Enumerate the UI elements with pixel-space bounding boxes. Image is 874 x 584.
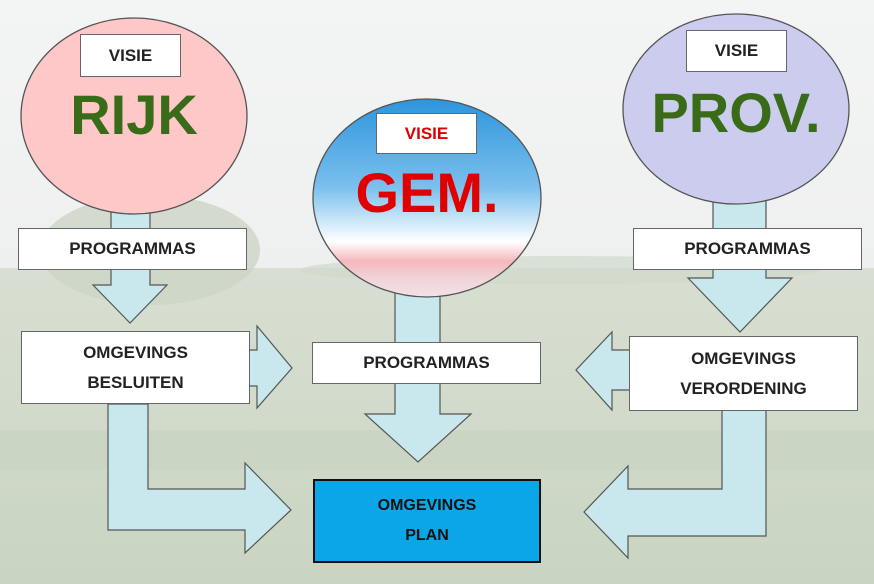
omgevings-verordening-box: OMGEVINGS VERORDENING [629, 336, 858, 411]
besluiten-line2: BESLUITEN [87, 372, 184, 392]
arrow-verordening-to-programmas [575, 330, 633, 412]
rijk-title: RIJK [70, 83, 198, 146]
prov-visie-label: VISIE [714, 41, 759, 60]
rijk-programmas-label: PROGRAMMAS [69, 239, 196, 258]
prov-circle [622, 13, 850, 205]
gem-visie-label: VISIE [404, 123, 449, 143]
omgevings-besluiten-box: OMGEVINGS BESLUITEN [21, 331, 250, 404]
verordening-line1: OMGEVINGS [691, 348, 796, 368]
gem-title: GEM. [355, 161, 499, 224]
prov-visie-box: VISIE [686, 30, 787, 72]
gem-circle [312, 98, 542, 298]
rijk-circle [20, 17, 248, 215]
besluiten-line1: OMGEVINGS [83, 342, 188, 362]
arrow-besluiten-to-plan [107, 403, 292, 555]
prov-programmas-box: PROGRAMMAS [633, 228, 862, 270]
plan-line2: PLAN [405, 527, 449, 544]
prov-title: PROV. [651, 81, 821, 144]
plan-line1: OMGEVINGS [377, 497, 477, 514]
omgevings-plan-box: OMGEVINGS PLAN [313, 479, 541, 563]
rijk-programmas-box: PROGRAMMAS [18, 228, 247, 270]
arrow-verordening-to-plan [583, 409, 767, 560]
rijk-visie-box: VISIE [80, 34, 181, 77]
prov-programmas-label: PROGRAMMAS [684, 239, 811, 258]
gem-visie-box: VISIE [376, 113, 477, 154]
rijk-visie-label: VISIE [108, 45, 153, 65]
gem-programmas-box: PROGRAMMAS [312, 342, 541, 384]
gem-programmas-label: PROGRAMMAS [363, 353, 490, 372]
verordening-line2: VERORDENING [680, 378, 807, 398]
